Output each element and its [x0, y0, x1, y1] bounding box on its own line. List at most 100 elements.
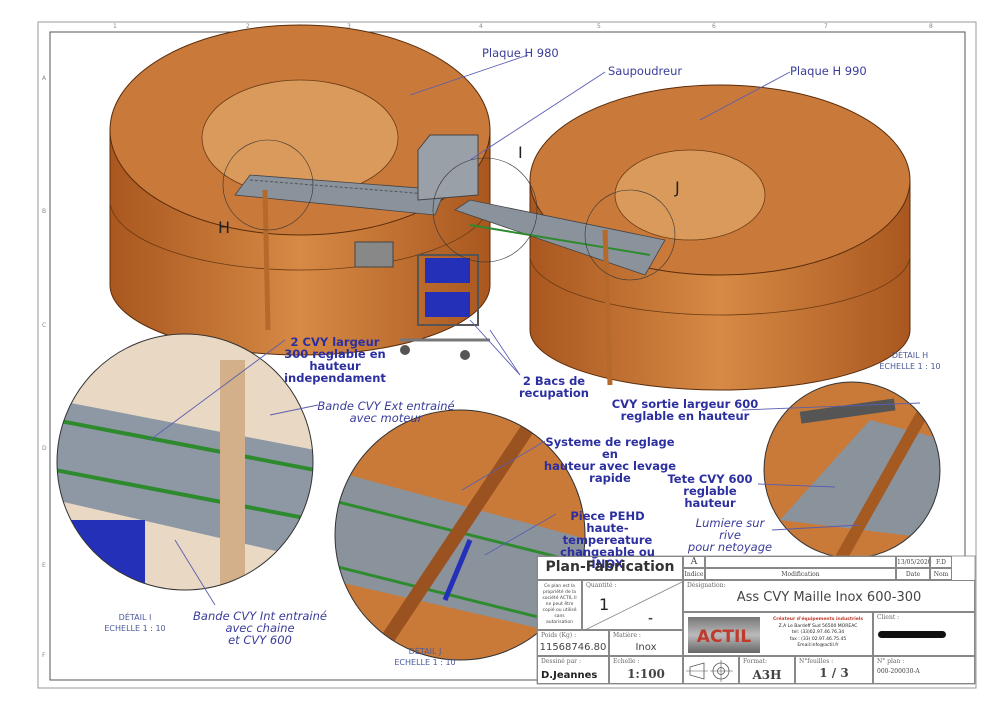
line: ECHELLE 1 : 10 — [104, 624, 166, 633]
saupoudreur-box — [417, 134, 479, 201]
cart — [400, 254, 490, 360]
callout-plaque-h980: Plaque H 980 — [482, 46, 559, 60]
feuilles-label: N°feuilles : — [799, 658, 834, 665]
tb-client: Client : — [873, 612, 975, 656]
line: hauteur avec levage — [543, 459, 677, 473]
grid-row-a: A — [42, 75, 47, 82]
tank-left — [109, 24, 491, 356]
company-email: Email:info@actil.fr — [797, 643, 839, 648]
tb-company: ACTIL Créateur d'équipements industriels… — [683, 612, 873, 656]
tb-modification-label: Modification — [705, 568, 896, 580]
mark-i: I — [518, 143, 523, 162]
tb-echelle: Echelle : 1:100 — [609, 656, 683, 684]
outer-border — [37, 21, 977, 689]
line: 2 CVY largeur — [290, 335, 380, 349]
tb-date-value: 13/05/2020 — [896, 556, 932, 568]
title: Plan-Fabrication — [545, 559, 675, 575]
callout-plaque-h990: Plaque H 990 — [790, 64, 867, 78]
post — [602, 229, 613, 386]
line: Bande CVY Int entrainé — [193, 609, 327, 623]
company-fax: fax : (33) 02.97.46.75.45 — [789, 636, 847, 642]
grid-col-4: 4 — [479, 23, 483, 30]
tb-designation: Désignation: Ass CVY Maille Inox 600-300 — [683, 580, 975, 612]
line: 300 reglable en — [284, 347, 386, 361]
mark-h: H — [218, 218, 231, 237]
grid-col-3: 3 — [347, 23, 351, 30]
feuilles-value: 1 / 3 — [819, 666, 849, 680]
post — [262, 189, 271, 331]
company-address: Z.A Le Bardeff Sud 56500 MOREAC — [778, 623, 858, 629]
detail-h-view — [764, 382, 940, 558]
tb-quantite: Quantité : 1 - — [582, 580, 684, 631]
line: recupation — [519, 386, 589, 400]
detail-h-marker — [222, 139, 314, 231]
grid-col-1: 1 — [113, 23, 117, 30]
nom-value: F.D — [936, 559, 946, 566]
detail-h-caption: DÉTAIL H ECHELLE 1 : 10 — [870, 350, 950, 372]
line: CVY sortie largeur 600 — [611, 397, 759, 411]
company-tagline: Créateur d'équipements industriels — [772, 617, 864, 622]
format-value: A3H — [752, 668, 782, 682]
tb-indice-label: Indice — [683, 568, 705, 580]
grid-col-7: 7 — [824, 23, 828, 30]
client-redacted — [878, 631, 946, 638]
leader-lines — [149, 54, 921, 606]
detail-i-view — [57, 334, 313, 590]
mark-j: J — [675, 178, 680, 197]
format-label: Format: — [743, 658, 768, 665]
grid-row-e: E — [42, 562, 46, 569]
grid-col-2: 2 — [246, 23, 250, 30]
grid-col-6: 6 — [712, 23, 716, 30]
tb-title: Plan-Fabrication — [537, 556, 683, 580]
client-label: Client : — [877, 614, 900, 621]
tb-nom-label: Nom — [930, 568, 952, 580]
date-value: 13/05/2020 — [897, 559, 932, 566]
tb-plan: N° plan : 000-200030-A — [873, 656, 975, 684]
line: haute-tempereature — [562, 521, 653, 547]
line: avec moteur — [349, 411, 423, 425]
tb-matiere: Matière : Inox — [609, 630, 683, 656]
echelle-value: 1:100 — [627, 667, 665, 681]
dessine-value: D.Jeannes — [541, 670, 598, 681]
indice-value: A — [690, 557, 698, 567]
grid-row-b: B — [42, 208, 47, 215]
motor — [354, 241, 394, 268]
line: DÉTAIL I — [118, 613, 152, 622]
line: ECHELLE 1 : 10 — [879, 362, 941, 371]
line: Piece PEHD — [570, 509, 645, 523]
line: changeable ou — [560, 545, 655, 559]
tb-indice-value: A — [683, 556, 705, 568]
tb-nom-value: F.D — [930, 556, 952, 568]
tb-poids: Poids (Kg) : 11568746.80 — [537, 630, 609, 656]
detail-j-marker — [584, 189, 676, 281]
modification-label: Modification — [781, 571, 820, 578]
echelle-label: Echelle : — [613, 658, 640, 665]
tb-dessine: Dessiné par : D.Jeannes — [537, 656, 609, 684]
grid-row-c: C — [42, 322, 47, 329]
notice: Ce plan est la propriété de la société A… — [542, 584, 577, 625]
designation-label: Désignation: — [687, 582, 726, 589]
quantite-value: 1 — [599, 595, 610, 614]
tb-modification-value — [705, 556, 896, 568]
quantite-label: Quantité : — [586, 582, 617, 589]
line: independament — [284, 371, 386, 385]
grid-row-d: D — [42, 445, 47, 452]
inner-border — [49, 31, 966, 681]
nom-label: Nom — [933, 571, 949, 578]
line: hauteur — [309, 359, 361, 373]
diagonal — [583, 581, 684, 631]
tb-date-label: Date — [896, 568, 930, 580]
grid-col-5: 5 — [597, 23, 601, 30]
line: DÉTAIL H — [891, 351, 929, 360]
line: Tete CVY 600 — [667, 472, 753, 486]
date-label: Date — [905, 571, 921, 578]
